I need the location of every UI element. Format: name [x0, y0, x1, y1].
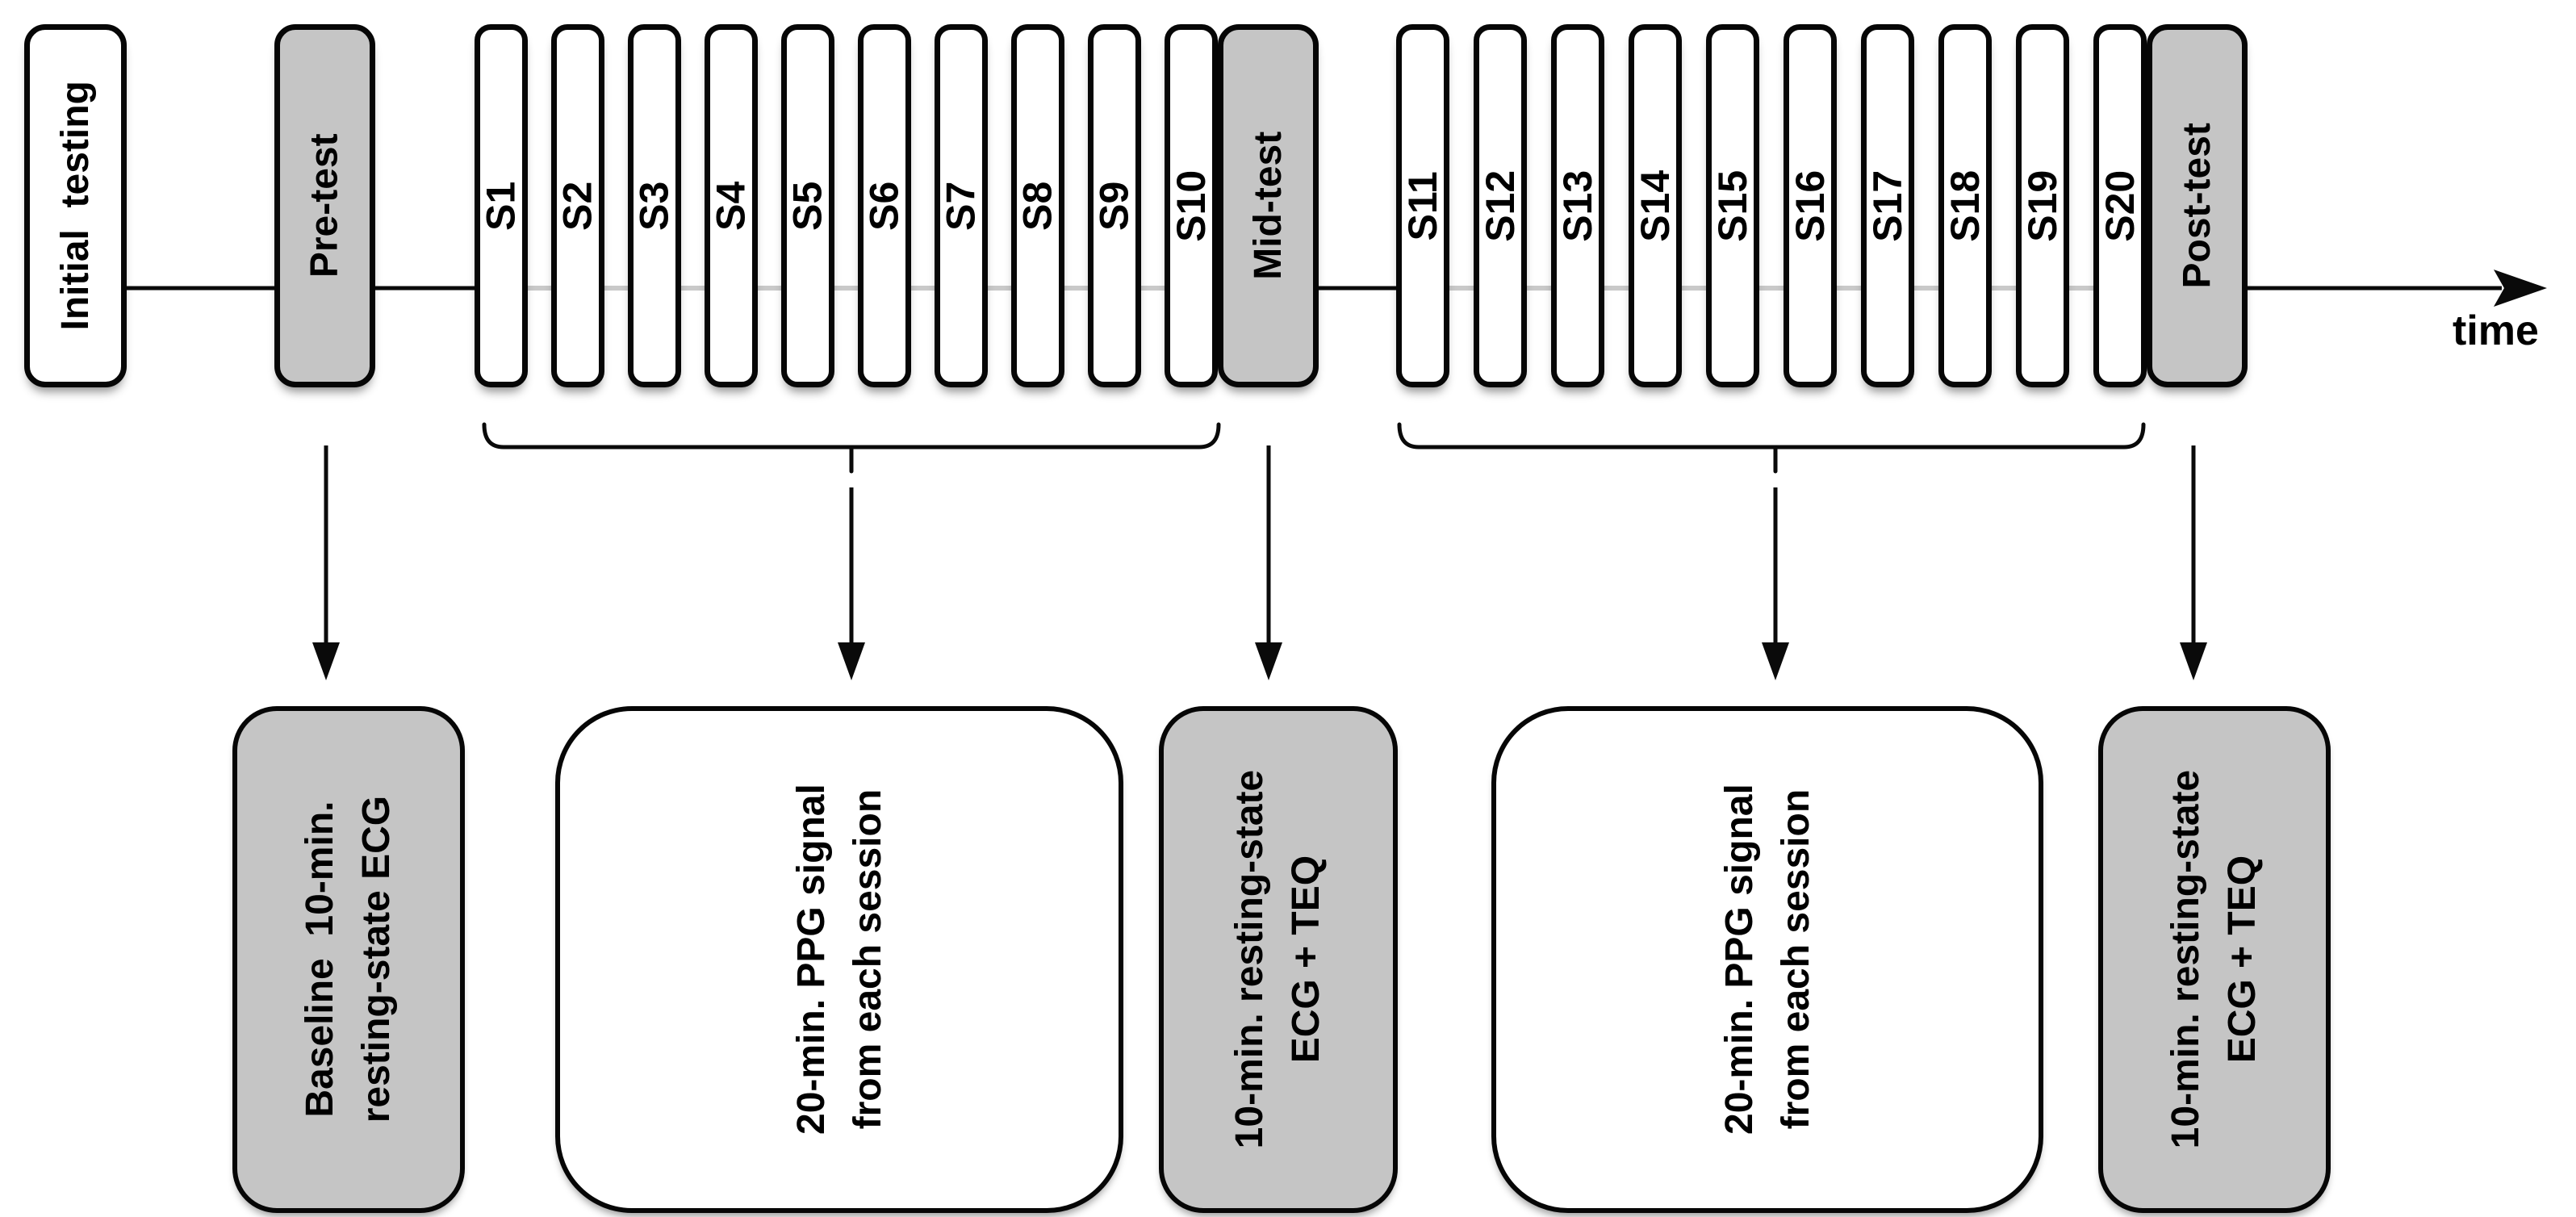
pre-test-label: Pre-test — [303, 133, 346, 278]
session-label: S10 — [1168, 169, 1214, 242]
session-label: S5 — [784, 181, 830, 231]
ppg-sessions-11-20-box: 20-min. PPG signal from each session — [1491, 706, 2043, 1213]
session-box-s8: S8 — [1011, 24, 1064, 387]
pre-test-box: Pre-test — [274, 24, 375, 387]
session-box-s16: S16 — [1784, 24, 1837, 387]
time-axis-label: time — [2453, 307, 2539, 354]
session-box-s14: S14 — [1629, 24, 1682, 387]
session-box-s11: S11 — [1396, 24, 1449, 387]
session-label: S12 — [1477, 169, 1523, 242]
midtest-ecg-teq-label: 10-min. resting-state ECG + TEQ — [1228, 770, 1328, 1149]
session-box-s17: S17 — [1861, 24, 1914, 387]
session-label: S6 — [861, 181, 907, 231]
session-label: S18 — [1942, 169, 1988, 242]
session-box-s7: S7 — [935, 24, 988, 387]
session-label: S15 — [1709, 169, 1755, 242]
ppg-sessions-11-20-label: 20-min. PPG signal from each session — [1717, 784, 1817, 1135]
session-label: S14 — [1632, 169, 1678, 242]
session-label: S19 — [2019, 169, 2065, 242]
session-box-s18: S18 — [1938, 24, 1992, 387]
session-label: S13 — [1554, 169, 1600, 242]
post-test-box: Post-test — [2147, 24, 2248, 387]
posttest-ecg-teq-box: 10-min. resting-state ECG + TEQ — [2098, 706, 2331, 1213]
time-axis-arrowhead-icon — [2494, 270, 2547, 307]
session-box-s2: S2 — [551, 24, 604, 387]
session-label: S20 — [2097, 169, 2143, 242]
session-box-s9: S9 — [1088, 24, 1141, 387]
arrow-down-sessions-11-20 — [1762, 487, 1789, 680]
initial-testing-label: Initial testing — [53, 81, 97, 331]
underbrace-sessions-1-10 — [482, 422, 1221, 474]
session-label: S8 — [1014, 181, 1060, 231]
initial-testing-box: Initial testing — [24, 24, 127, 387]
arrow-down-posttest — [2180, 445, 2207, 680]
session-label: S4 — [708, 181, 754, 231]
underbrace-sessions-11-20 — [1397, 422, 2146, 474]
post-test-label: Post-test — [2175, 123, 2218, 289]
midtest-ecg-teq-box: 10-min. resting-state ECG + TEQ — [1159, 706, 1398, 1213]
ppg-sessions-1-10-box: 20-min. PPG signal from each session — [555, 706, 1123, 1213]
session-box-s13: S13 — [1551, 24, 1604, 387]
baseline-ecg-box: Baseline 10-min. resting-state ECG — [232, 706, 465, 1213]
session-label: S1 — [478, 181, 524, 231]
arrow-down-midtest — [1255, 445, 1282, 680]
session-label: S17 — [1864, 169, 1910, 242]
session-box-s4: S4 — [705, 24, 758, 387]
mid-test-box: Mid-test — [1218, 24, 1319, 387]
session-box-s20: S20 — [2093, 24, 2147, 387]
posttest-ecg-teq-label: 10-min. resting-state ECG + TEQ — [2164, 770, 2264, 1149]
session-label: S9 — [1091, 181, 1137, 231]
session-box-s15: S15 — [1706, 24, 1759, 387]
session-box-s6: S6 — [858, 24, 911, 387]
session-label: S3 — [631, 181, 677, 231]
session-box-s12: S12 — [1474, 24, 1527, 387]
session-box-s10: S10 — [1165, 24, 1218, 387]
session-box-s3: S3 — [628, 24, 681, 387]
session-box-s1: S1 — [475, 24, 528, 387]
session-box-s19: S19 — [2016, 24, 2069, 387]
session-label: S11 — [1399, 170, 1445, 241]
session-label: S2 — [554, 181, 600, 231]
session-box-s5: S5 — [781, 24, 834, 387]
baseline-ecg-label: Baseline 10-min. resting-state ECG — [299, 796, 399, 1123]
arrow-down-sessions-1-10 — [838, 487, 865, 680]
mid-test-label: Mid-test — [1246, 132, 1290, 280]
session-label: S7 — [938, 181, 984, 231]
arrow-down-pretest — [312, 445, 340, 680]
ppg-sessions-1-10-label: 20-min. PPG signal from each session — [789, 784, 889, 1135]
session-label: S16 — [1787, 169, 1833, 242]
